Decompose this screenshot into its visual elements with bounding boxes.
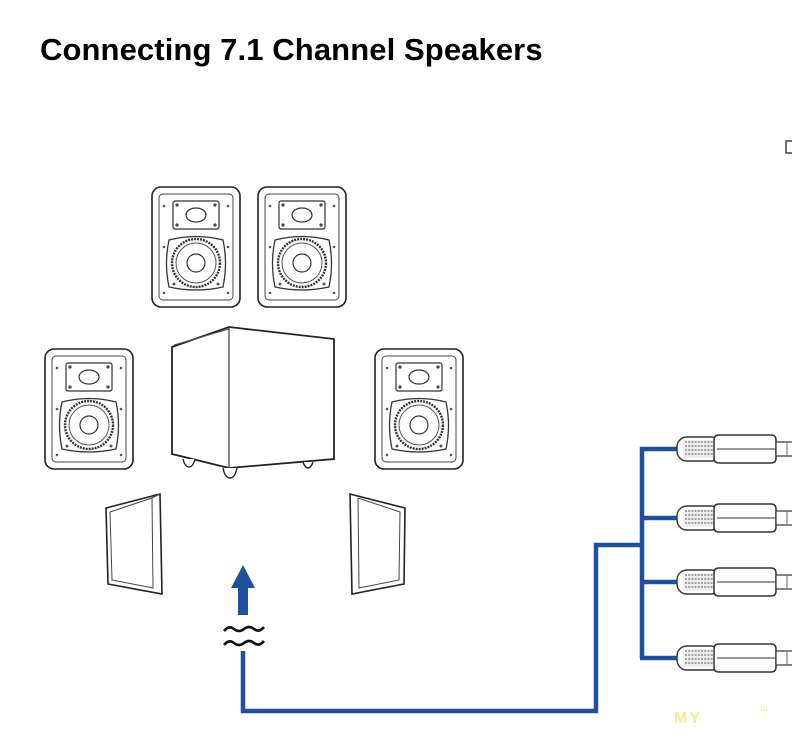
side-right-speaker <box>373 347 465 471</box>
audio-jack-icon <box>676 643 792 673</box>
arrow-up-icon <box>231 565 255 615</box>
front-right-speaker <box>256 185 348 309</box>
audio-jack-icon <box>676 434 792 464</box>
rear-right-speaker <box>349 492 406 595</box>
page-title: Connecting 7.1 Channel Speakers <box>40 32 543 67</box>
watermark-suffix: ru <box>760 704 768 713</box>
audio-jack-icon <box>676 567 792 597</box>
watermark: MY <box>674 710 702 727</box>
subwoofer <box>171 326 335 479</box>
wavy-break-icon <box>223 625 265 647</box>
side-left-speaker <box>43 347 135 471</box>
audio-cable <box>240 446 679 714</box>
audio-jack-icon <box>676 503 792 533</box>
device-edge-icon <box>785 140 792 154</box>
front-left-speaker <box>150 185 242 309</box>
rear-left-speaker <box>105 492 163 595</box>
